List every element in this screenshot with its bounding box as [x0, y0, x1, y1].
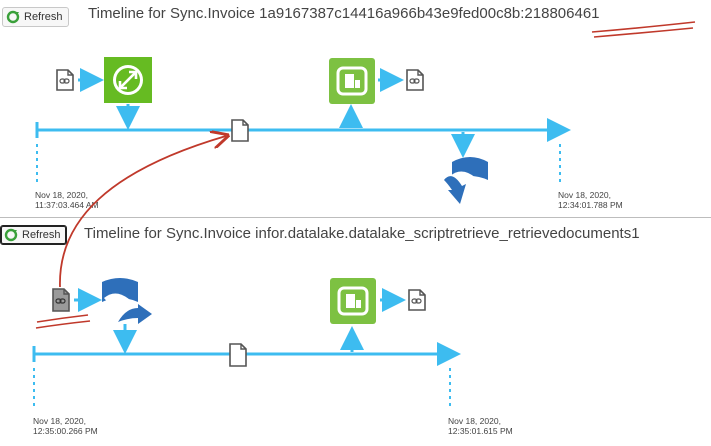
document-link-icon[interactable] [406, 69, 424, 91]
refresh-button[interactable]: Refresh [0, 225, 67, 245]
start-timestamp: Nov 18, 2020,11:37:03.464 AM [35, 190, 99, 210]
publish-icon[interactable] [330, 278, 376, 324]
document-link-icon[interactable] [52, 288, 70, 312]
refresh-label: Refresh [22, 229, 61, 241]
refresh-label: Refresh [24, 11, 63, 23]
document-link-icon[interactable] [56, 69, 74, 91]
refresh-icon [6, 10, 20, 24]
transform-icon[interactable] [104, 57, 152, 103]
publish-icon[interactable] [329, 58, 375, 104]
document-link-icon[interactable] [408, 289, 426, 311]
document-icon[interactable] [231, 119, 249, 142]
start-timestamp: Nov 18, 2020,12:35:00.266 PM [33, 416, 98, 436]
timeline-diagram [35, 21, 696, 204]
document-icon[interactable] [229, 343, 247, 367]
end-timestamp: Nov 18, 2020,12:35:01.615 PM [448, 416, 513, 436]
datalake-icon[interactable] [444, 157, 488, 204]
datalake-icon[interactable] [102, 278, 152, 324]
timeline-panel-1: Refresh Timeline for Sync.Invoice 1a9167… [0, 0, 711, 216]
refresh-icon [4, 228, 18, 242]
end-timestamp: Nov 18, 2020,12:34:01.788 PM [558, 190, 623, 210]
timeline-diagram [32, 278, 461, 408]
refresh-button[interactable]: Refresh [2, 7, 69, 27]
timeline-panel-2: Refresh Timeline for Sync.Invoice infor.… [0, 217, 711, 446]
timeline-title: Timeline for Sync.Invoice 1a9167387c1441… [88, 5, 600, 22]
